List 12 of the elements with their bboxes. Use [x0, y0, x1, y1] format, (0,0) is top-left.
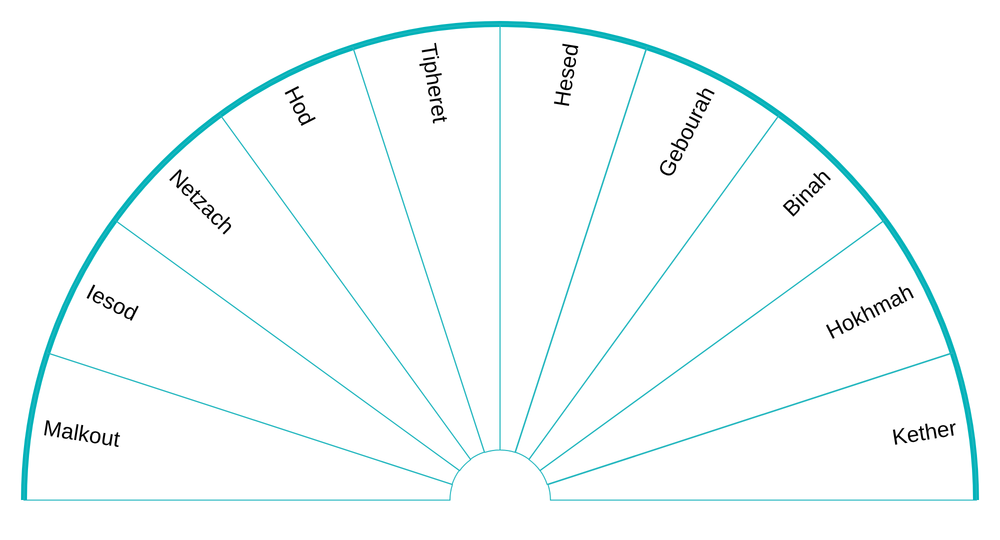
chart-sector [513, 45, 782, 462]
sector-label: Tipheret [416, 42, 452, 125]
sector-label: Kether [890, 416, 958, 450]
chart-sector [350, 22, 502, 454]
chart-sector [538, 218, 955, 487]
chart-sector [546, 350, 978, 502]
sector-label: Hod [280, 82, 320, 130]
sector-label: Malkout [42, 416, 122, 452]
sector-label: Iesod [82, 280, 142, 326]
chart-sector [498, 22, 650, 454]
sector-label: Hesed [550, 42, 584, 109]
chart-sector [22, 350, 454, 502]
